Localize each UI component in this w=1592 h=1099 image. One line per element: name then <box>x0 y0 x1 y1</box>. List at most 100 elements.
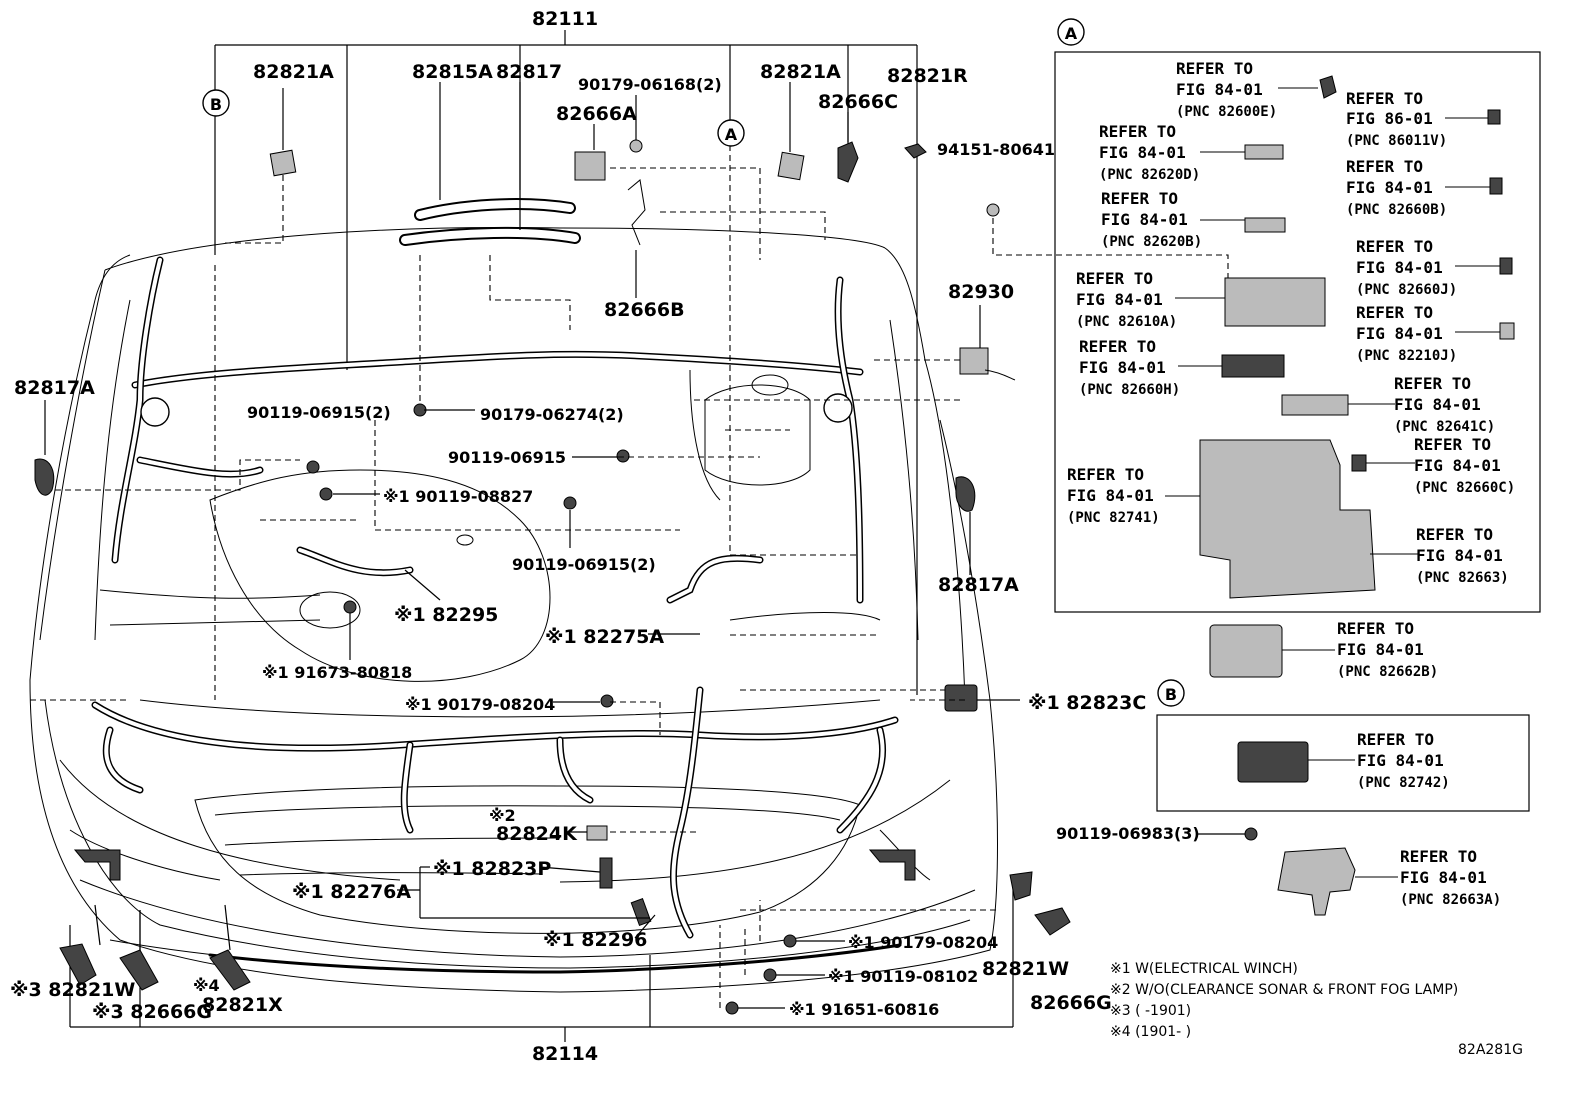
inset-b-title: B <box>1165 685 1177 704</box>
leader-lines <box>44 82 1245 1009</box>
inset-b-frame <box>1156 714 1530 812</box>
part-label: ※1 90179-08204 <box>405 695 555 714</box>
part-label: ※3 82821W <box>10 979 135 1001</box>
refer-pnc-82663: REFER TO FIG 84-01 (PNC 82663) <box>1416 525 1509 586</box>
footnotes: ※1 W(ELECTRICAL WINCH) ※2 W/O(CLEARANCE … <box>1110 961 1523 1058</box>
svg-text:FIG 84-01: FIG 84-01 <box>1337 640 1424 659</box>
callout-a-marker <box>717 119 745 147</box>
part-label: 90119-06915 <box>448 448 566 467</box>
part-label: ※1 90179-08204 <box>848 933 998 952</box>
refer-pnc-82620b: REFER TO FIG 84-01 (PNC 82620B) <box>1101 189 1202 250</box>
svg-text:REFER TO: REFER TO <box>1346 157 1423 176</box>
wire-harness <box>91 198 899 939</box>
part-label: ※4 <box>193 976 220 995</box>
footnote: ※3 ( -1901) <box>1110 1003 1191 1019</box>
refer-pnc-82663a: REFER TO FIG 84-01 (PNC 82663A) <box>1277 847 1501 916</box>
figure-code: 82A281G <box>1458 1042 1523 1058</box>
part-label: ※1 90119-08827 <box>383 487 533 506</box>
svg-text:REFER TO: REFER TO <box>1356 237 1433 256</box>
part-label: 90119-06915(2) <box>512 555 656 574</box>
part-label: 94151-80641 <box>937 140 1055 159</box>
svg-text:FIG 84-01: FIG 84-01 <box>1176 80 1263 99</box>
callout-markers: B A <box>202 89 745 147</box>
footnote: ※4 (1901- ) <box>1110 1024 1191 1040</box>
part-label: 90179-06274(2) <box>480 405 624 424</box>
component-glyphs <box>34 139 1258 1015</box>
svg-text:FIG 84-01: FIG 84-01 <box>1416 546 1503 565</box>
svg-text:FIG 84-01: FIG 84-01 <box>1394 395 1481 414</box>
svg-text:REFER TO: REFER TO <box>1356 303 1433 322</box>
part-label: 82666G <box>1030 992 1112 1014</box>
part-label: 82821X <box>202 994 283 1016</box>
svg-text:FIG 84-01: FIG 84-01 <box>1414 456 1501 475</box>
svg-text:(PNC 86011V): (PNC 86011V) <box>1346 133 1447 149</box>
part-label: 82817A <box>938 574 1019 596</box>
dashed-guides <box>30 145 1229 1008</box>
svg-text:FIG 84-01: FIG 84-01 <box>1076 290 1163 309</box>
svg-text:FIG 86-01: FIG 86-01 <box>1346 109 1433 128</box>
refer-pnc-82641c: REFER TO FIG 84-01 (PNC 82641C) <box>1394 374 1495 435</box>
svg-text:REFER TO: REFER TO <box>1414 435 1491 454</box>
part-label: ※1 82295 <box>394 604 498 626</box>
svg-text:(PNC 82600E): (PNC 82600E) <box>1176 104 1277 120</box>
part-label: ※1 91673-80818 <box>262 663 412 682</box>
refer-pnc-82660j: REFER TO FIG 84-01 (PNC 82660J) <box>1356 237 1457 298</box>
part-label: 82666C <box>818 91 898 113</box>
callout-b-text: B <box>210 95 222 114</box>
svg-text:REFER TO: REFER TO <box>1394 374 1471 393</box>
part-label: 82824K <box>496 823 578 845</box>
part-label: ※3 82666G <box>92 1001 212 1023</box>
refer-pnc-82660b: REFER TO FIG 84-01 (PNC 82660B) <box>1346 157 1447 218</box>
svg-text:REFER TO: REFER TO <box>1416 525 1493 544</box>
part-number-labels: 82111 82114 82821A 82815A 82817 90179-06… <box>10 8 1200 1065</box>
main-part-top: 82111 <box>532 8 598 30</box>
part-label: ※1 82296 <box>543 929 647 951</box>
part-label: ※1 82275A <box>545 626 664 648</box>
inset-a: A REFER TO FIG 84-01 <box>1054 18 1541 678</box>
svg-text:REFER TO: REFER TO <box>1079 337 1156 356</box>
svg-text:REFER TO: REFER TO <box>1400 847 1477 866</box>
part-label: 82821W <box>982 958 1069 980</box>
part-label: 90119-06915(2) <box>247 403 391 422</box>
refer-pnc-82620d: REFER TO FIG 84-01 (PNC 82620D) <box>1099 122 1200 183</box>
svg-text:REFER TO: REFER TO <box>1099 122 1176 141</box>
inset-b-marker <box>1157 679 1185 707</box>
svg-text:FIG 84-01: FIG 84-01 <box>1400 868 1487 887</box>
svg-text:(PNC 82663A): (PNC 82663A) <box>1400 892 1501 908</box>
refer-pnc-82662b: REFER TO FIG 84-01 (PNC 82662B) <box>1337 619 1438 680</box>
part-label: 82821R <box>887 65 968 87</box>
inset-a-marker <box>1057 18 1085 46</box>
svg-text:(PNC 82660H): (PNC 82660H) <box>1079 382 1180 398</box>
part-label: ※1 91651-60816 <box>789 1000 939 1019</box>
part-label: 90119-06983(3) <box>1056 824 1200 843</box>
svg-text:FIG 84-01: FIG 84-01 <box>1099 143 1186 162</box>
part-label: 82815A <box>412 61 493 83</box>
part-label: 82821A <box>253 61 334 83</box>
refer-pnc-82600e: REFER TO FIG 84-01 (PNC 82600E) <box>1176 59 1277 120</box>
part-label: 82930 <box>948 281 1014 303</box>
svg-text:(PNC 82662B): (PNC 82662B) <box>1337 664 1438 680</box>
svg-text:(PNC 82620D): (PNC 82620D) <box>1099 167 1200 183</box>
refer-pnc-82741: REFER TO FIG 84-01 (PNC 82741) <box>1067 465 1160 526</box>
inset-a-frame <box>1054 51 1541 613</box>
main-part-bottom: 82114 <box>532 1043 598 1065</box>
refer-pnc-86011v: REFER TO FIG 86-01 (PNC 86011V) <box>1346 89 1447 149</box>
inset-a-title: A <box>1065 24 1078 43</box>
inset-b: B REFER TO FIG 84-01 (PNC 82742) <box>1156 679 1530 812</box>
svg-text:(PNC 82660B): (PNC 82660B) <box>1346 202 1447 218</box>
bracket-82111 <box>214 30 918 695</box>
svg-text:(PNC 82742): (PNC 82742) <box>1357 775 1450 791</box>
svg-text:REFER TO: REFER TO <box>1176 59 1253 78</box>
svg-text:(PNC 82660J): (PNC 82660J) <box>1356 282 1457 298</box>
footnote: ※1 W(ELECTRICAL WINCH) <box>1110 961 1298 977</box>
refer-pnc-82742: REFER TO FIG 84-01 (PNC 82742) <box>1357 730 1450 791</box>
part-label: 82817A <box>14 377 95 399</box>
part-label: 82817 <box>496 61 562 83</box>
svg-text:FIG 84-01: FIG 84-01 <box>1356 258 1443 277</box>
svg-text:REFER TO: REFER TO <box>1067 465 1144 484</box>
part-label: ※2 <box>489 806 516 825</box>
part-label: 82666B <box>604 299 685 321</box>
part-label: ※1 82823C <box>1028 692 1146 714</box>
refer-pnc-82610a: REFER TO FIG 84-01 (PNC 82610A) <box>1076 269 1177 330</box>
